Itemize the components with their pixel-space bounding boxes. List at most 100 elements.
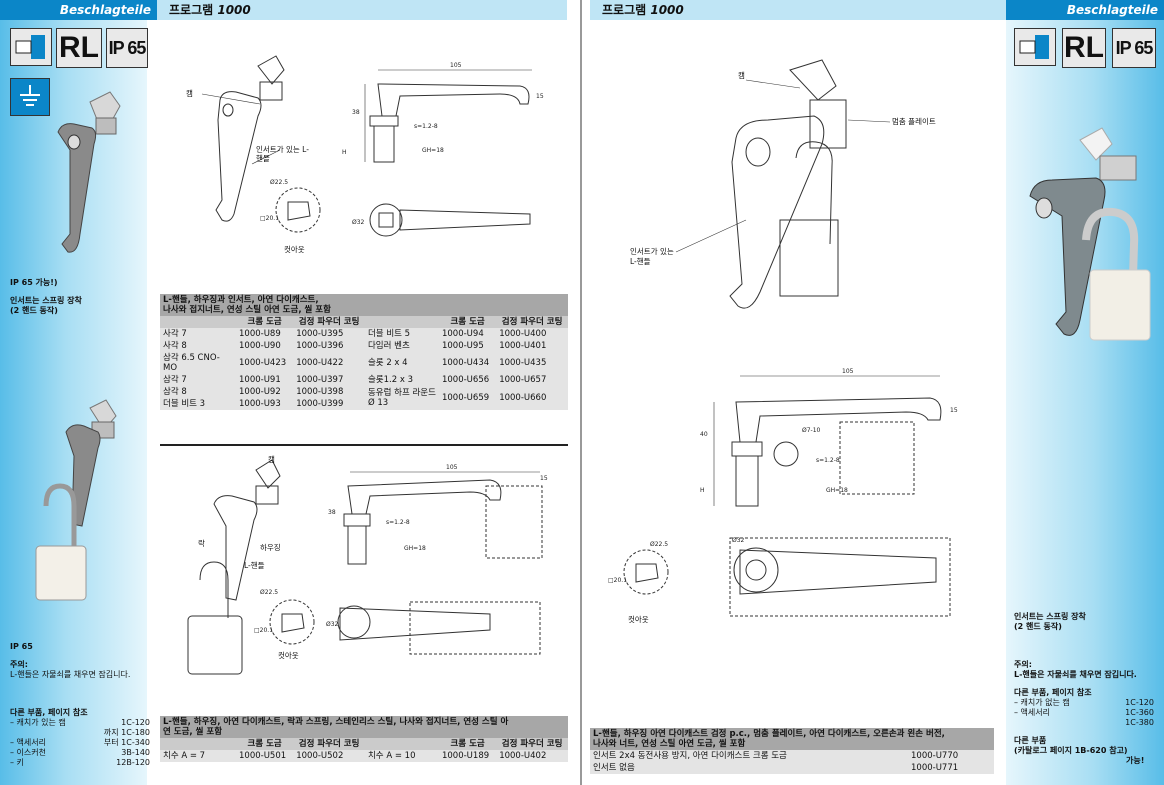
dim-15: 15 [536, 93, 544, 100]
right-tagline: Beschlagteile [1006, 0, 1164, 20]
ref-item: 1C-380 [1125, 718, 1154, 727]
dim-s-b: s=1.2-8 [386, 519, 410, 526]
dim-225: Ø22.5 [270, 179, 288, 186]
surface-mount-icon [1014, 28, 1056, 66]
note-text: L-핸들은 자물쇠를 채우면 잠깁니다. [10, 670, 131, 679]
dim-gh-b: GH=18 [404, 545, 426, 552]
handle-label-1: 인서트가 있는 L- [256, 144, 309, 154]
feature-line-1: 인서트는 스프링 장착 [1014, 612, 1086, 621]
left-title-number: 1000 [217, 3, 251, 17]
technical-drawing-2: 캠 락 하우징 L-핸들 105 38 15 s=1.2-8 GH=18 Ø32… [187, 454, 548, 675]
col-black: 검정 파우더 코팅 [501, 739, 563, 749]
handle-photo-1 [57, 91, 121, 253]
stop-plate-label: 멈춤 플레이트 [892, 116, 936, 126]
dim-225-b: Ø22.5 [260, 589, 278, 596]
feature-line-2: (2 핸드 동작) [1014, 622, 1062, 631]
dim-7: Ø7-10 [802, 427, 821, 434]
col-chrome: 크롬 도금 [450, 317, 485, 327]
dim-h: H [342, 149, 347, 156]
dim-15-b: 15 [540, 475, 548, 482]
col-black: 검정 파우더 코팅 [298, 739, 360, 749]
table3-title: L-핸들, 하우징 아연 다이캐스트 검정 p.c., 멈춤 플레이트, 아연 … [593, 729, 945, 749]
refs-title: 다른 부품, 페이지 참조 [10, 708, 88, 717]
ip65-label: IP 65 [10, 642, 33, 651]
handle-label-3: 인서트가 있는 [630, 246, 674, 256]
right-title-korean: 프로그램 [602, 3, 647, 17]
dim-15-c: 15 [950, 407, 958, 414]
cam-label-2: 캠 [268, 454, 275, 464]
product-table-1: L-핸들, 하우징과 인서트, 아연 다이캐스트, 나사와 접지너트, 연성 스… [160, 294, 568, 410]
dim-20-c: □20.1 [608, 577, 627, 584]
handle-label-2: 핸들 [256, 153, 270, 163]
technical-drawing-3: 캠 멈춤 플레이트 인서트가 있는 L-핸들 [630, 59, 936, 309]
product-table-3: L-핸들, 하우징 아연 다이캐스트 검정 p.c., 멈춤 플레이트, 아연 … [590, 728, 994, 774]
handle-label-4: L-핸들 [630, 256, 651, 266]
col-chrome: 크롬 도금 [247, 317, 282, 327]
right-title-bar: 프로그램 1000 [590, 0, 1006, 20]
handle-padlock-photo [1029, 127, 1151, 341]
page-gutter [580, 0, 582, 785]
rl-badge: RL [1062, 28, 1106, 68]
left-tagline: Beschlagteile [0, 0, 157, 20]
cutout-label-2: 컷아웃 [278, 650, 299, 660]
note-title: 주의: [10, 660, 28, 669]
table1-title: L-핸들, 하우징과 인서트, 아연 다이캐스트, 나사와 접지너트, 연성 스… [163, 295, 331, 315]
right-title-number: 1000 [650, 3, 684, 17]
technical-drawing-4: 105 40 H 15 Ø7-10 s=1.2-8 GH=18 Ø32 Ø22.… [608, 368, 958, 624]
dim-38-b: 38 [328, 509, 336, 516]
dim-20: □20.1 [260, 215, 279, 222]
dim-s-c: s=1.2-8 [816, 457, 840, 464]
feature-line-1: 인서트는 스프링 장착 [10, 296, 82, 305]
col-black: 검정 파우더 코팅 [501, 317, 563, 327]
section-divider [160, 444, 568, 446]
other-parts-available: 가능! [1126, 756, 1145, 765]
col-chrome: 크롬 도금 [247, 739, 282, 749]
ip65-badge: IP 65 [1112, 28, 1156, 68]
feature-line-2: (2 핸드 동작) [10, 306, 58, 315]
dim-s: s=1.2-8 [414, 123, 438, 130]
cutout-label-3: 컷아웃 [628, 614, 649, 624]
cam-label: 캠 [186, 88, 193, 98]
dim-32: Ø32 [352, 219, 365, 226]
left-page: Beschlagteile 프로그램 1000 RL IP 65 IP 65 가… [0, 0, 572, 785]
ref-item: 까지 1C-180 [103, 728, 150, 737]
product-table-2: L-핸들, 하우징, 아연 다이캐스트, 락과 스프링, 스테인리스 스틸, 나… [160, 716, 568, 762]
cutout-label: 컷아웃 [284, 244, 305, 254]
other-parts-title: 다른 부품 [1014, 736, 1047, 745]
col-black: 검정 파우더 코팅 [298, 317, 360, 327]
rl-badge: RL [56, 28, 102, 68]
col-chrome: 크롬 도금 [450, 739, 485, 749]
dim-gh-c: GH=18 [826, 487, 848, 494]
dim-225-c: Ø22.5 [650, 541, 668, 548]
dim-h-c: H [700, 487, 705, 494]
dim-40: 40 [700, 431, 708, 438]
dim-105-b: 105 [446, 464, 458, 471]
dim-38: 38 [352, 109, 360, 116]
ip65-option-note: IP 65 가능!) [10, 278, 58, 287]
padlock-handle-photo [35, 399, 117, 601]
technical-drawing-1: 캠 인서트가 있는 L- 핸들 105 38 15 s=1.2-8 GH=18 … [186, 55, 544, 254]
dim-gh: GH=18 [422, 147, 444, 154]
housing-label: 하우징 [260, 542, 281, 552]
note-title: 주의: [1014, 660, 1032, 669]
dim-32-b: Ø32 [326, 621, 339, 628]
ground-icon [10, 78, 50, 116]
refs-title: 다른 부품, 페이지 참조 [1014, 688, 1092, 697]
right-page: 프로그램 1000 Beschlagteile RL IP 65 인서트는 스프… [590, 0, 1164, 785]
note-text: L-핸들은 자물쇠를 채우면 잠깁니다. [1014, 670, 1137, 679]
cam-label-3: 캠 [738, 70, 745, 80]
right-sidebar [1006, 0, 1164, 785]
dim-32-c: Ø32 [732, 537, 745, 544]
